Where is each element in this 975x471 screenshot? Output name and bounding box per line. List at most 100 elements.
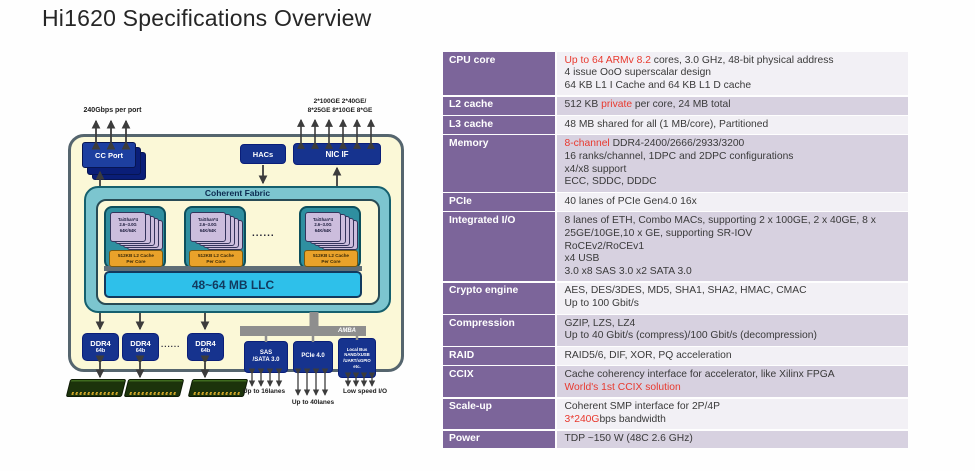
ethernet-ports-label-line2: 8*25GE 8*10GE 8*GE (307, 106, 373, 114)
spec-label-cell: Power (443, 430, 555, 449)
ddr4-box: DDR4 64b (122, 333, 159, 361)
spec-value-line: RAID5/6, DIF, XOR, PQ acceleration (564, 349, 732, 361)
spec-value-line: 64 KB L1 I Cache and 64 KB L1 D cache (564, 80, 752, 92)
cluster-ellipsis: ...... (252, 228, 275, 239)
spec-value-line: 512 KB private per core, 24 MB total (564, 99, 731, 111)
l2-cache-label: 512KB L2 Cache Per Core (109, 250, 163, 267)
spec-value-cell: Cache coherency interface for accelerato… (556, 366, 908, 398)
cpu-core-card-front: TaiShan*4 2.6~3.0G 64K/64K (110, 212, 146, 242)
l2-cache-label: 512KB L2 Cache Per Core (304, 250, 358, 267)
spec-row: L2 cache 512 KB private per core, 24 MB t… (443, 96, 908, 115)
spec-label-cell: Compression (443, 315, 555, 346)
spec-table: CPU core Up to 64 ARMv 8.2 cores, 3.0 GHz… (443, 52, 908, 450)
spec-value-cell: 8 lanes of ETH, Combo MACs, supporting 2… (556, 212, 908, 282)
cpu-core-card-front: TaiShan*4 2.6~3.0G 64K/64K (305, 212, 341, 242)
cpu-cluster: TaiShan*4 2.6~3.0G 64K/64K 512KB L2 Cach… (299, 206, 361, 269)
spec-value-cell: 512 KB private per core, 24 MB total (556, 96, 908, 115)
cpu-cluster: TaiShan*4 2.6~3.0G 64K/64K 512KB L2 Cach… (184, 206, 246, 269)
page-title: Hi1620 Specifications Overview (42, 5, 372, 31)
spec-value-line: x4/x8 support (564, 163, 627, 175)
interconnect-bar (104, 266, 362, 271)
spec-row: Integrated I/O 8 lanes of ETH, Combo MACs… (443, 212, 908, 282)
spec-label-cell: RAID (443, 347, 555, 365)
spec-row: RAID RAID5/6, DIF, XOR, PQ acceleration (443, 347, 908, 365)
spec-value-line: RoCEv2/RoCEv1 (564, 240, 645, 252)
spec-value-line: 8 lanes of ETH, Combo MACs, supporting 2… (564, 214, 876, 226)
ddr-ellipsis: ...... (161, 340, 181, 349)
spec-value-line: AES, DES/3DES, MD5, SHA1, SHA2, HMAC, CM… (564, 285, 807, 297)
spec-label-cell: L2 cache (443, 96, 555, 115)
spec-label-cell: Scale-up (443, 398, 555, 430)
low-speed-arrows (344, 372, 376, 387)
spec-value-cell: 40 lanes of PCIe Gen4.0 16x (556, 193, 908, 211)
spec-row: CPU core Up to 64 ARMv 8.2 cores, 3.0 GHz… (443, 52, 908, 96)
pcie-lane-arrows (294, 368, 329, 396)
dimm-module (65, 379, 127, 397)
spec-value-line: Up to 40 Gbit/s (compress)/100 Gbit/s (d… (564, 330, 817, 342)
spec-value-cell: RAID5/6, DIF, XOR, PQ acceleration (556, 347, 908, 365)
spec-row: PCIe 40 lanes of PCIe Gen4.0 16x (443, 193, 908, 211)
port-bandwidth-label: 240Gbps per port (83, 107, 142, 114)
spec-value-line: 4 issue OoO superscalar design (564, 67, 712, 79)
ethernet-ports-label-line1: 2*100GE 2*40GE/ (313, 98, 367, 105)
hacs-box: HACs (240, 144, 286, 164)
spec-label-cell: Crypto engine (443, 282, 555, 314)
spec-value-line: 3.0 x8 SAS 3.0 x2 SATA 3.0 (564, 266, 692, 278)
spec-value-line: ECC, SDDC, DDDC (564, 176, 657, 188)
spec-value-line: Cache coherency interface for accelerato… (564, 368, 835, 380)
nic-if-box: NIC IF (293, 143, 381, 165)
l2-cache-label: 512KB L2 Cache Per Core (189, 250, 243, 267)
spec-row: Crypto engine AES, DES/3DES, MD5, SHA1, S… (443, 282, 908, 314)
ddr4-box: DDR4 64b (187, 333, 224, 361)
pcie-box: PCIe 4.0 (293, 341, 333, 373)
spec-value-line: Up to 100 Gbit/s (564, 298, 639, 310)
spec-value-line: 25GE/10GE,10 x GE, supporting SR-IOV (564, 227, 753, 239)
amba-bus: AMBA (240, 326, 366, 336)
spec-value-cell: 48 MB shared for all (1 MB/core), Partit… (556, 116, 908, 134)
sas-sata-box: SAS /SATA 3.0 (244, 341, 288, 373)
sas-lanes-label: Up to 16lanes (242, 388, 286, 395)
spec-value-line: 48 MB shared for all (1 MB/core), Partit… (564, 118, 769, 130)
spec-value-line: Up to 64 ARMv 8.2 cores, 3.0 GHz, 48-bit… (564, 54, 834, 66)
spec-value-line: x4 USB (564, 253, 600, 265)
core-l1: 64K/64K (119, 227, 137, 233)
cc-port-stack: CC Port (82, 142, 148, 182)
coherent-fabric-label: Coherent Fabric (204, 188, 271, 198)
pcie-lanes-label: Up to 40lanes (291, 399, 335, 406)
dimm-module (123, 379, 185, 397)
ethernet-ports-label: 2*100GE 2*40GE/ 8*25GE 8*10GE 8*GE (290, 98, 390, 115)
spec-value-cell: TDP ~150 W (48C 2.6 GHz) (556, 430, 908, 449)
spec-label-cell: Integrated I/O (443, 212, 555, 282)
sas-lane-arrows (248, 368, 283, 387)
local-bus-box: Local Bus NAND/XUSB /UART/xGPIO etc. (338, 338, 376, 378)
spec-label-cell: L3 cache (443, 116, 555, 134)
low-speed-io-label: Low speed I/O (342, 388, 388, 395)
spec-label-cell: CCIX (443, 366, 555, 398)
ddr4-box: DDR4 64b (82, 333, 119, 361)
llc-bar: 48~64 MB LLC (104, 271, 362, 298)
core-freq: 2.6~3.0G (119, 222, 137, 228)
cpu-core-card-front: TaiShan*4 2.6~3.0G 64K/64K (190, 212, 226, 242)
core-name: TaiShan*4 (118, 217, 138, 222)
cpu-cluster: TaiShan*4 2.6~3.0G 64K/64K 512KB L2 Cach… (104, 206, 166, 269)
spec-label-cell: CPU core (443, 52, 555, 96)
spec-row: CCIX Cache coherency interface for accele… (443, 366, 908, 398)
spec-value-line: 16 ranks/channel, 1DPC and 2DPC configur… (564, 150, 794, 162)
spec-value-line: 3*240Gbps bandwidth (564, 413, 666, 425)
cc-port-box: CC Port (82, 142, 136, 168)
spec-value-cell: AES, DES/3DES, MD5, SHA1, SHA2, HMAC, CM… (556, 282, 908, 314)
spec-value-line: 8-channel DDR4-2400/2666/2933/3200 (564, 137, 745, 149)
spec-value-line: 40 lanes of PCIe Gen4.0 16x (564, 195, 697, 207)
spec-label-cell: PCIe (443, 193, 555, 211)
spec-value-line: World's 1st CCIX solution (564, 381, 681, 393)
spec-value-cell: Up to 64 ARMv 8.2 cores, 3.0 GHz, 48-bit… (556, 52, 908, 96)
spec-row: L3 cache 48 MB shared for all (1 MB/core)… (443, 116, 908, 134)
spec-value-line: Coherent SMP interface for 2P/4P (564, 401, 721, 413)
